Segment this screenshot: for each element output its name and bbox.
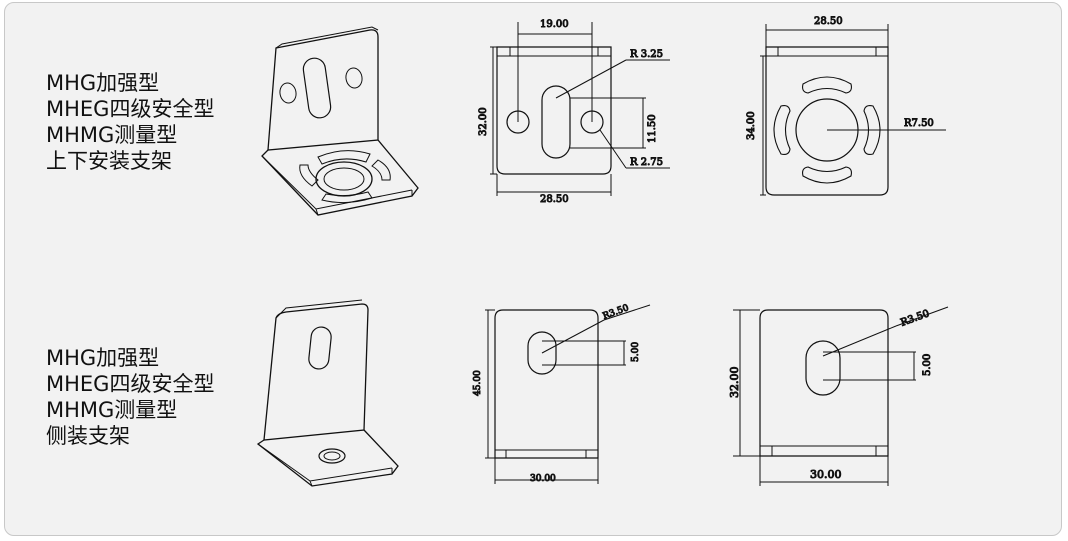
top-label-line-4: 上下安装支架 [46, 149, 172, 173]
dim-height: 32.00 [478, 107, 489, 136]
top-bracket-front-view [490, 22, 670, 196]
product-panel [4, 2, 1062, 536]
dim-gap-a: 5.00 [631, 342, 641, 362]
dim-radius-a: R3.50 [602, 303, 631, 322]
dim-center-radius: R7.50 [904, 118, 934, 129]
top-bracket-side-view [760, 24, 946, 196]
dim-slot-gap: 11.50 [647, 114, 658, 143]
top-bracket-3d-view [261, 26, 419, 216]
top-label-line-2: MHEG四级安全型 [46, 97, 215, 121]
dim-radius-top: R 3.25 [630, 49, 663, 60]
side-label-line-3: MHMG测量型 [46, 398, 178, 422]
side-bracket-view-a [485, 304, 651, 484]
top-bracket-label: MHG加强型 MHEG四级安全型 MHMG测量型 上下安装支架 [46, 70, 214, 174]
top-label-line-3: MHMG测量型 [46, 123, 178, 147]
side-label-line-1: MHG加强型 [46, 346, 160, 370]
side-label-line-2: MHEG四级安全型 [46, 372, 215, 396]
dim-side-height: 34.00 [746, 111, 757, 140]
dim-width-a: 30.00 [530, 474, 556, 484]
top-label-line-1: MHG加强型 [46, 71, 160, 95]
dim-radius-bottom: R 2.75 [630, 157, 663, 168]
dim-gap-b: 5.00 [922, 354, 933, 376]
side-label-line-4: 侧装支架 [46, 424, 130, 448]
dim-height-a: 45.00 [473, 370, 483, 396]
dim-side-width: 28.50 [814, 16, 843, 27]
side-bracket-view-b [733, 306, 949, 486]
dim-bottom-width: 28.50 [540, 194, 569, 205]
dim-width-b: 30.00 [810, 468, 842, 481]
dim-height-b: 32.00 [728, 367, 741, 399]
side-bracket-label: MHG加强型 MHEG四级安全型 MHMG测量型 侧装支架 [46, 345, 214, 449]
dim-top-width: 19.00 [540, 19, 569, 30]
dim-radius-b: R3.50 [899, 308, 931, 329]
side-bracket-3d-view [256, 299, 399, 487]
